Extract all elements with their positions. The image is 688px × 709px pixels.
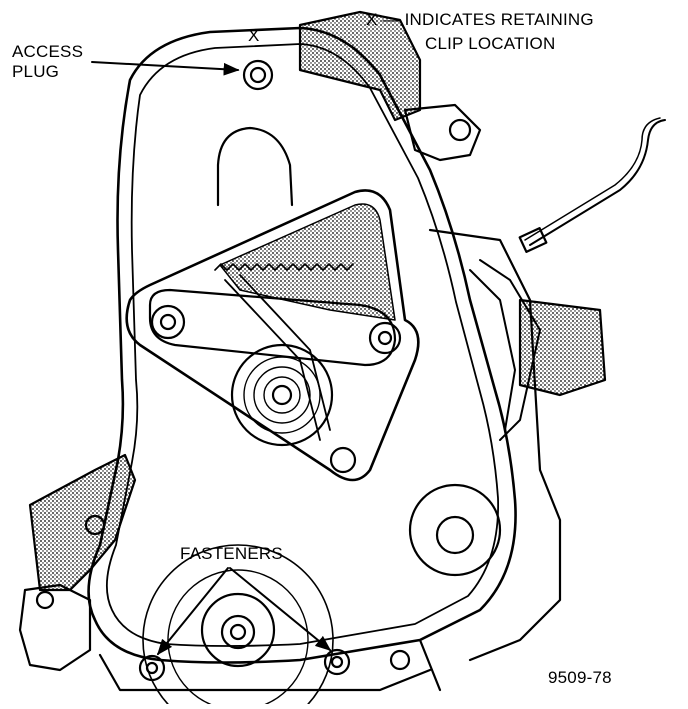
right-linkage (469, 259, 541, 441)
tensioner-arm (148, 288, 397, 367)
crank-arc-outer (142, 544, 334, 709)
fastener-leader-left (156, 567, 229, 656)
timing-belt-teeth (214, 263, 354, 271)
cam-sprocket-ring-1 (243, 356, 321, 434)
cam-sprocket-ring-2 (253, 366, 311, 424)
access-plug-inner (249, 66, 267, 84)
bracket-hole (448, 118, 472, 142)
crankshaft-pulley (200, 592, 276, 668)
cover-inner-rim (105, 43, 499, 647)
figure-number: 9509-78 (548, 668, 612, 687)
access-plug (242, 59, 274, 91)
fasteners-label: FASTENERS (180, 544, 283, 563)
fastener-right (323, 648, 351, 676)
lower-left-bolt (35, 590, 55, 610)
fastener-right-center (330, 655, 344, 669)
tensioner-pulley-left (150, 304, 186, 340)
dipstick-tube-inner (524, 117, 661, 241)
fastener-left-center (145, 661, 159, 675)
cam-sprocket-ring-3 (263, 376, 301, 414)
legend-line2: CLIP LOCATION (425, 34, 556, 53)
manifold-plate (518, 298, 607, 397)
tensioner-pulley-right (368, 321, 402, 355)
crankshaft-bolt-center (229, 623, 247, 641)
lower-right-pulley (408, 483, 502, 577)
bracket-right (403, 103, 482, 162)
access-plug-label-line1: ACCESS (12, 42, 84, 61)
window-bolt-lower (329, 446, 357, 474)
cam-sprocket-outer (230, 343, 334, 447)
upper-slot (216, 126, 294, 207)
lower-right-pulley-hub (435, 515, 475, 555)
tensioner-pulley-right-center (377, 330, 393, 346)
retaining-clip-marker: X (248, 26, 260, 45)
belt-window-hatch (219, 203, 396, 321)
lower-left-housing (18, 583, 92, 672)
timing-cover-outline (87, 26, 517, 664)
access-plug-label-line2: PLUG (12, 62, 60, 81)
access-plug-leader (91, 61, 240, 76)
timing-belt-strand (224, 274, 331, 441)
tensioner-pulley-left-center (159, 313, 177, 331)
crankshaft-bolt (220, 614, 256, 650)
belt-window-frame (125, 189, 420, 482)
crank-arc-inner (167, 569, 309, 709)
oil-pan-edge (98, 638, 442, 692)
lower-left-block (28, 453, 137, 592)
right-block-edge (428, 228, 562, 662)
dipstick-clip (518, 227, 548, 253)
dipstick-tube (529, 119, 666, 246)
oil-pan-bolt (389, 649, 411, 671)
cam-sprocket-hub (271, 384, 293, 406)
fastener-left (138, 654, 166, 682)
fastener-leader-right (229, 567, 332, 652)
legend-line1: X — INDICATES RETAINING (366, 10, 594, 29)
